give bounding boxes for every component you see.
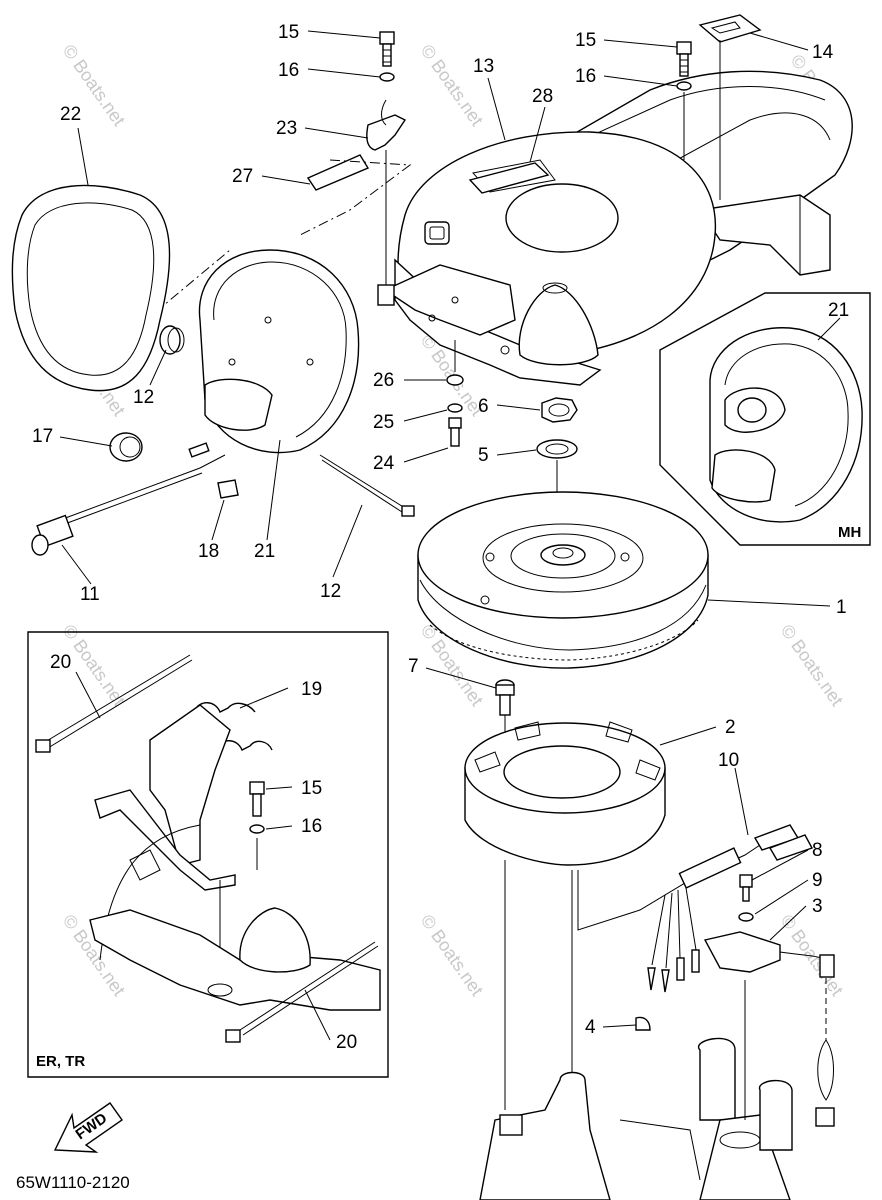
callout-20: 20 — [336, 1032, 357, 1053]
callout-18: 18 — [198, 541, 219, 562]
callout-9: 9 — [812, 870, 823, 891]
washer-5 — [536, 439, 578, 560]
callout-4: 4 — [585, 1017, 596, 1038]
callout-1: 1 — [836, 597, 847, 618]
bolt-15-top-left — [379, 31, 395, 82]
callouts: 15 16 23 27 22 13 28 15 16 14 21 12 17 1… — [32, 22, 849, 1053]
callout-2: 2 — [725, 717, 736, 738]
callout-28: 28 — [532, 86, 553, 107]
stator-2 — [464, 721, 666, 1110]
fwd-arrow: FWD — [53, 1102, 123, 1153]
callout-21: 21 — [254, 541, 275, 562]
cable-tie-12 — [319, 454, 415, 517]
callout-12: 12 — [133, 387, 154, 408]
inset-mh-label: MH — [838, 524, 861, 541]
nut-6 — [541, 397, 578, 423]
callout-21: 21 — [828, 300, 849, 321]
bolt-24 — [446, 340, 464, 447]
wire-harness-10 — [577, 824, 814, 993]
label-plate-14 — [698, 14, 762, 200]
callout-3: 3 — [812, 896, 823, 917]
crankcase — [479, 980, 793, 1200]
label-27 — [299, 154, 412, 236]
callout-10: 10 — [718, 750, 739, 771]
callout-15: 15 — [278, 22, 299, 43]
callout-6: 6 — [478, 396, 489, 417]
callout-15: 15 — [575, 30, 596, 51]
plug-17 — [109, 432, 143, 462]
inset-er-tr: ER, TR — [27, 631, 389, 1078]
callout-16: 16 — [301, 816, 322, 837]
callout-5: 5 — [478, 445, 489, 466]
watermark: © Boats.net — [417, 41, 487, 130]
callout-14: 14 — [812, 42, 834, 63]
watermark: © Boats.net — [417, 911, 487, 1000]
label-28 — [468, 162, 550, 194]
inset-ertr-label: ER, TR — [36, 1053, 85, 1070]
leader-lines — [59, 30, 841, 1041]
pulser-coil-3 — [703, 874, 835, 1127]
callout-11: 11 — [80, 584, 100, 605]
callout-24: 24 — [373, 453, 395, 474]
callout-13: 13 — [473, 56, 494, 77]
diagram-code: 65W1110-2120 — [16, 1173, 130, 1192]
clamp-23 — [366, 99, 407, 306]
inset-mh: MH — [659, 292, 871, 546]
callout-19: 19 — [301, 679, 322, 700]
grommet-12 — [159, 325, 185, 355]
callout-20: 20 — [50, 652, 71, 673]
callout-25: 25 — [373, 412, 394, 433]
grommet-22 — [11, 184, 171, 392]
watermark: © Boats.net — [777, 621, 847, 710]
callout-15: 15 — [301, 778, 322, 799]
bolt-15-top-right — [676, 41, 692, 160]
callout-23: 23 — [276, 118, 297, 139]
callout-22: 22 — [60, 104, 81, 125]
callout-27: 27 — [232, 166, 253, 187]
callout-12: 12 — [320, 581, 341, 602]
callout-8: 8 — [812, 840, 823, 861]
flywheel-1 — [417, 491, 709, 669]
bolt-7 — [495, 679, 515, 760]
intake-silencer-21 — [139, 249, 360, 454]
choke-cable-11 — [31, 442, 226, 556]
callout-26: 26 — [373, 370, 394, 391]
callout-16: 16 — [575, 66, 596, 87]
callout-7: 7 — [408, 656, 419, 677]
callout-16: 16 — [278, 60, 299, 81]
callout-17: 17 — [32, 426, 53, 447]
label-18 — [217, 479, 239, 499]
woodruff-key-4 — [635, 1016, 651, 1031]
